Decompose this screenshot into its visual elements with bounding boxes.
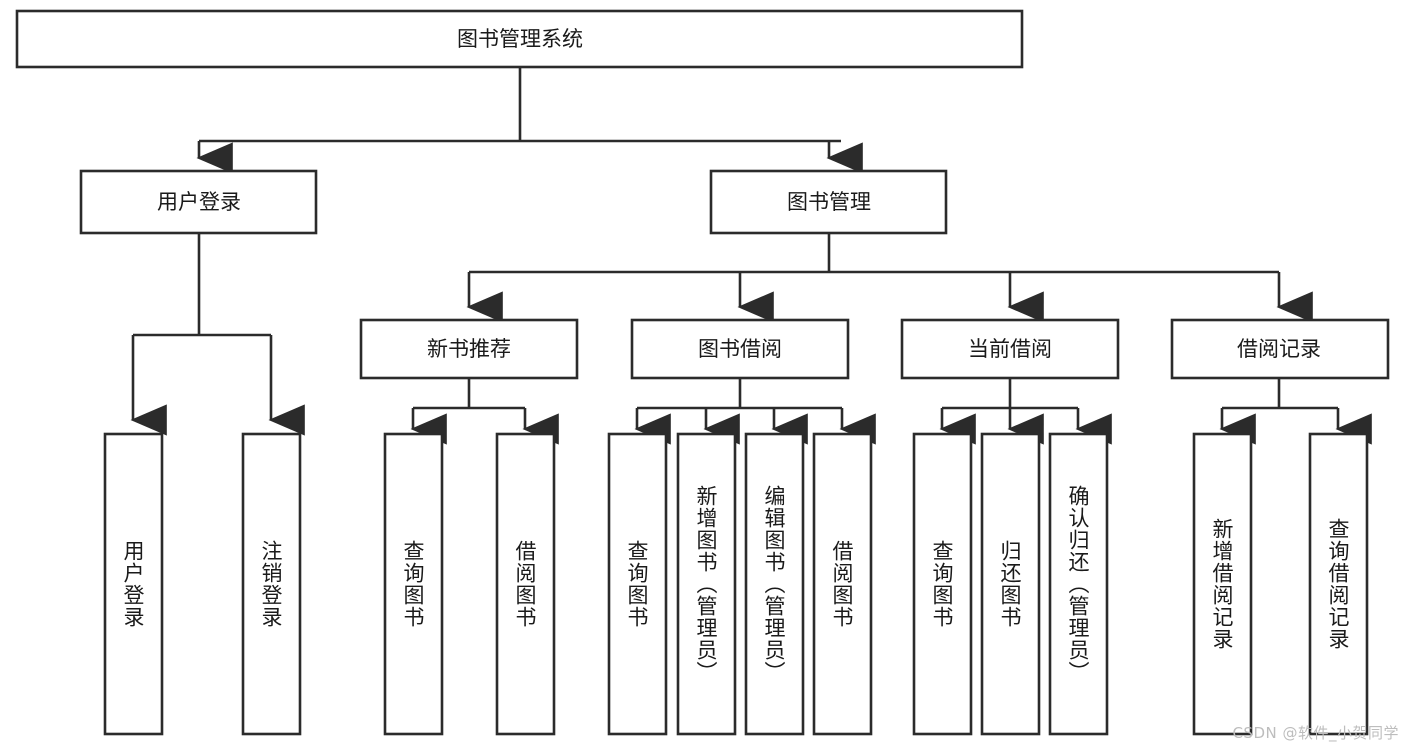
leaf-current-return-label: 归还图书 [998, 540, 1022, 628]
connector-records-to-leaves [1219, 378, 1372, 445]
leaf-current-query-label: 查询图书 [930, 540, 954, 628]
leaf-current-confirm-return[interactable]: 确认归还（管理员） [1048, 432, 1109, 736]
node-new-book-recommend-label: 新书推荐 [427, 337, 511, 361]
leaf-user-login-login-label: 用户登录 [121, 540, 145, 628]
connector-bookmgmt-to-level2 [466, 233, 1313, 323]
leaf-borrow-edit[interactable]: 编辑图书（管理员） [744, 432, 805, 736]
node-root[interactable]: 图书管理系统 [15, 9, 1024, 69]
connector-newbook-to-leaves [410, 378, 559, 445]
node-new-book-recommend[interactable]: 新书推荐 [359, 318, 579, 380]
leaf-user-login-login[interactable]: 用户登录 [103, 432, 164, 736]
leaf-records-add[interactable]: 新增借阅记录 [1192, 432, 1253, 736]
leaf-records-query-label: 查询借阅记录 [1326, 518, 1350, 650]
leaf-borrow-query-label: 查询图书 [625, 540, 649, 628]
node-borrow-records-label: 借阅记录 [1237, 337, 1321, 361]
csdn-watermark: CSDN @软件_小贺同学 [1232, 724, 1399, 742]
leaf-records-query[interactable]: 查询借阅记录 [1308, 432, 1369, 736]
node-book-management-label: 图书管理 [787, 190, 871, 214]
connector-current-to-leaves [939, 378, 1112, 445]
leaf-user-login-logout[interactable]: 注销登录 [241, 432, 302, 736]
leaf-borrow-add-label: 新增图书（管理员） [694, 485, 718, 683]
node-book-borrow-label: 图书借阅 [698, 337, 782, 361]
leaf-records-add-label: 新增借阅记录 [1210, 518, 1234, 650]
node-current-borrow[interactable]: 当前借阅 [900, 318, 1120, 380]
node-user-login-label: 用户登录 [157, 190, 241, 214]
node-user-login[interactable]: 用户登录 [79, 169, 318, 235]
node-current-borrow-label: 当前借阅 [968, 337, 1052, 361]
node-book-borrow[interactable]: 图书借阅 [630, 318, 850, 380]
leaf-new-book-query-label: 查询图书 [401, 540, 425, 628]
connector-userlogin-to-leaves [130, 233, 305, 436]
leaf-new-book-query[interactable]: 查询图书 [383, 432, 444, 736]
node-book-management[interactable]: 图书管理 [709, 169, 948, 235]
leaf-borrow-edit-label: 编辑图书（管理员） [762, 485, 786, 683]
connector-root-to-level1 [196, 67, 863, 174]
leaf-user-login-logout-label: 注销登录 [259, 540, 283, 628]
leaf-borrow-borrow[interactable]: 借阅图书 [812, 432, 873, 736]
node-borrow-records[interactable]: 借阅记录 [1170, 318, 1390, 380]
leaf-current-return[interactable]: 归还图书 [980, 432, 1041, 736]
node-root-label: 图书管理系统 [457, 27, 583, 51]
leaf-current-query[interactable]: 查询图书 [912, 432, 973, 736]
leaf-new-book-borrow[interactable]: 借阅图书 [495, 432, 556, 736]
connector-borrow-to-leaves [634, 378, 876, 445]
leaf-borrow-query[interactable]: 查询图书 [607, 432, 668, 736]
leaf-borrow-borrow-label: 借阅图书 [830, 540, 854, 628]
leaf-borrow-add[interactable]: 新增图书（管理员） [676, 432, 737, 736]
leaf-current-confirm-return-label: 确认归还（管理员） [1066, 485, 1090, 683]
leaf-new-book-borrow-label: 借阅图书 [513, 540, 537, 628]
